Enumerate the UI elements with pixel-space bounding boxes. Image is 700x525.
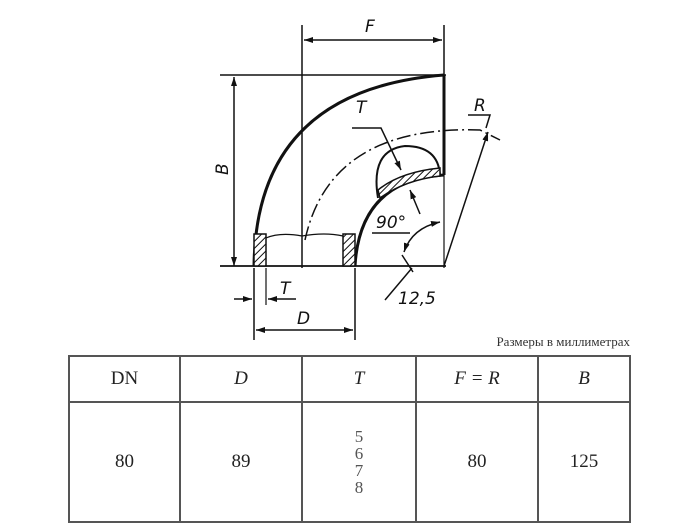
label-t-bottom: T [280,279,292,299]
dimension-r: R [443,96,492,267]
cell-dn: 80 [68,401,181,523]
label-f: F [365,17,375,37]
dimensions-table: DN D T F = R B 80 89 5 6 7 8 80 125 [68,355,631,523]
table-row: 80 89 5 6 7 8 80 125 [68,401,631,523]
cell-t-value: 5 [354,427,364,446]
header-f-r: F = R [415,355,539,403]
cell-t: 5 6 7 8 [301,401,417,523]
elbow-drawing: F B T R 90° 12,5 [213,17,501,340]
cell-d: 89 [179,401,303,523]
dimension-d: D [256,268,356,340]
label-b: B [213,163,233,175]
header-t: T [301,355,417,403]
cell-f-r: 80 [415,401,539,523]
units-caption: Размеры в миллиметрах [496,334,630,349]
cell-t-value: 6 [354,444,364,463]
header-dn: DN [68,355,181,403]
dimension-t-bottom: T [234,268,296,340]
label-t-top: T [356,98,368,118]
dimension-t-top: T [352,98,421,215]
cell-b: 125 [537,401,631,523]
header-d: D [179,355,303,403]
label-chamfer: 12,5 [398,289,436,309]
dimension-chamfer: 12,5 [384,254,436,309]
angle-90: 90° [372,213,441,253]
cell-t-value: 7 [354,461,364,480]
dimension-b: B [213,77,237,266]
dimension-f: F [301,17,445,268]
table-header-row: DN D T F = R B [68,355,631,403]
header-b: B [537,355,631,403]
label-angle: 90° [376,213,406,233]
label-r: R [474,96,486,116]
cell-t-value: 8 [354,478,364,497]
label-d: D [297,309,310,329]
